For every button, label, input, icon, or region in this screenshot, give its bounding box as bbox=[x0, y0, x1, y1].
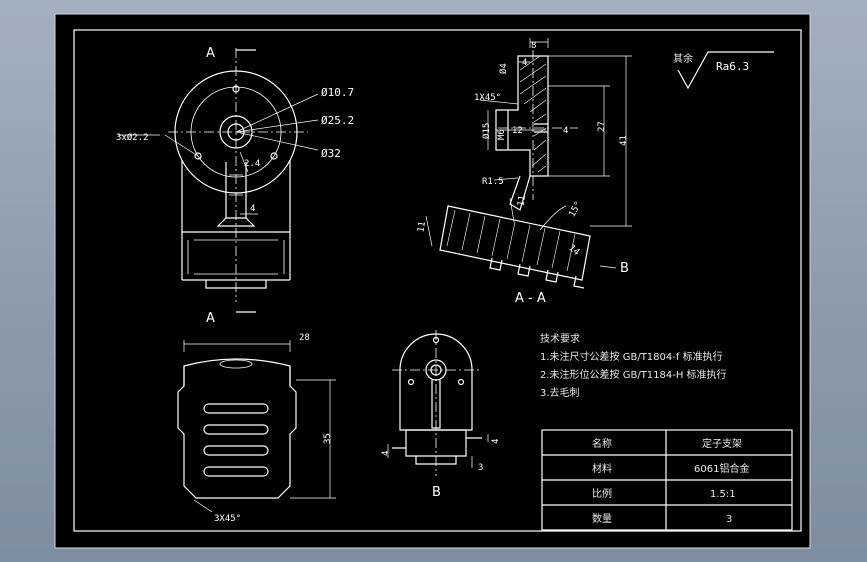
roughness-value: Ra6.3 bbox=[716, 60, 749, 73]
title-label-qty: 数量 bbox=[592, 512, 612, 525]
drawing-sheet bbox=[55, 14, 810, 548]
dim-l11a: 11 bbox=[416, 221, 428, 233]
sheet-outer-border bbox=[54, 13, 811, 549]
title-label-name: 名称 bbox=[592, 437, 612, 450]
dim-d107: Ø10.7 bbox=[321, 86, 354, 99]
dim-chamfer1: 1X45° bbox=[474, 93, 501, 103]
title-value-scale: 1.5:1 bbox=[710, 489, 736, 500]
cooling-slots bbox=[203, 403, 269, 477]
dim-l14: 14 bbox=[566, 243, 581, 258]
dim-h35: 35 bbox=[323, 433, 333, 444]
dim-r24: 2.4 bbox=[244, 159, 260, 169]
roughness-prefix: 其余 bbox=[673, 52, 693, 65]
dim-w4a: 4 bbox=[250, 204, 255, 214]
dim-d15: Ø15 bbox=[481, 123, 492, 139]
section-a-label-top: A bbox=[206, 46, 215, 61]
dim-w4e: 4 bbox=[491, 439, 501, 444]
dim-m6: M6 bbox=[497, 129, 507, 140]
drawing-frame bbox=[73, 29, 802, 532]
dim-d22: 3xØ2.2 bbox=[116, 132, 149, 143]
title-block bbox=[541, 429, 793, 531]
title-label-material: 材料 bbox=[592, 462, 612, 475]
title-value-qty: 3 bbox=[726, 514, 732, 525]
dim-l11b: 11 bbox=[516, 195, 528, 207]
section-a-label-bottom: A bbox=[206, 311, 215, 326]
note-item: 3.去毛刺 bbox=[540, 387, 580, 399]
note-item: 1.未注尺寸公差按 GB/T1804-f 标准执行 bbox=[540, 350, 723, 363]
dim-w8: 8 bbox=[531, 41, 536, 51]
side-view bbox=[177, 340, 336, 513]
dim-w28: 28 bbox=[299, 333, 310, 343]
dim-d4: Ø4 bbox=[498, 63, 509, 74]
dim-h41: 41 bbox=[619, 135, 629, 146]
title-value-material: 6061铝合金 bbox=[694, 462, 749, 475]
dim-d32: Ø32 bbox=[321, 147, 341, 160]
dim-w3: 3 bbox=[478, 463, 483, 473]
section-a-a-label: A - A bbox=[515, 291, 546, 306]
dim-w4d: 4 bbox=[381, 451, 391, 456]
roughness-symbol bbox=[677, 51, 774, 90]
title-value-name: 定子支架 bbox=[702, 437, 742, 450]
dim-d252: Ø25.2 bbox=[321, 114, 354, 127]
dim-h27: 27 bbox=[597, 121, 607, 132]
dim-r15: R1.5 bbox=[482, 177, 504, 187]
dim-ang15: 15° bbox=[567, 200, 584, 219]
view-b-arrow-label: B bbox=[620, 261, 629, 276]
notes-title: 技术要求 bbox=[540, 332, 580, 345]
view-b bbox=[387, 330, 489, 476]
dim-l4c: 4 bbox=[563, 126, 568, 136]
dim-l12: 12 bbox=[512, 126, 523, 136]
view-b-label: B bbox=[432, 485, 441, 500]
dim-chamfer3: 3X45° bbox=[214, 514, 241, 524]
note-item: 2.未注形位公差按 GB/T1184-H 标准执行 bbox=[540, 368, 727, 381]
front-view bbox=[118, 48, 319, 302]
section-view-a-a bbox=[425, 38, 632, 289]
title-label-scale: 比例 bbox=[592, 487, 612, 500]
dim-w4b: 4 bbox=[522, 58, 527, 68]
